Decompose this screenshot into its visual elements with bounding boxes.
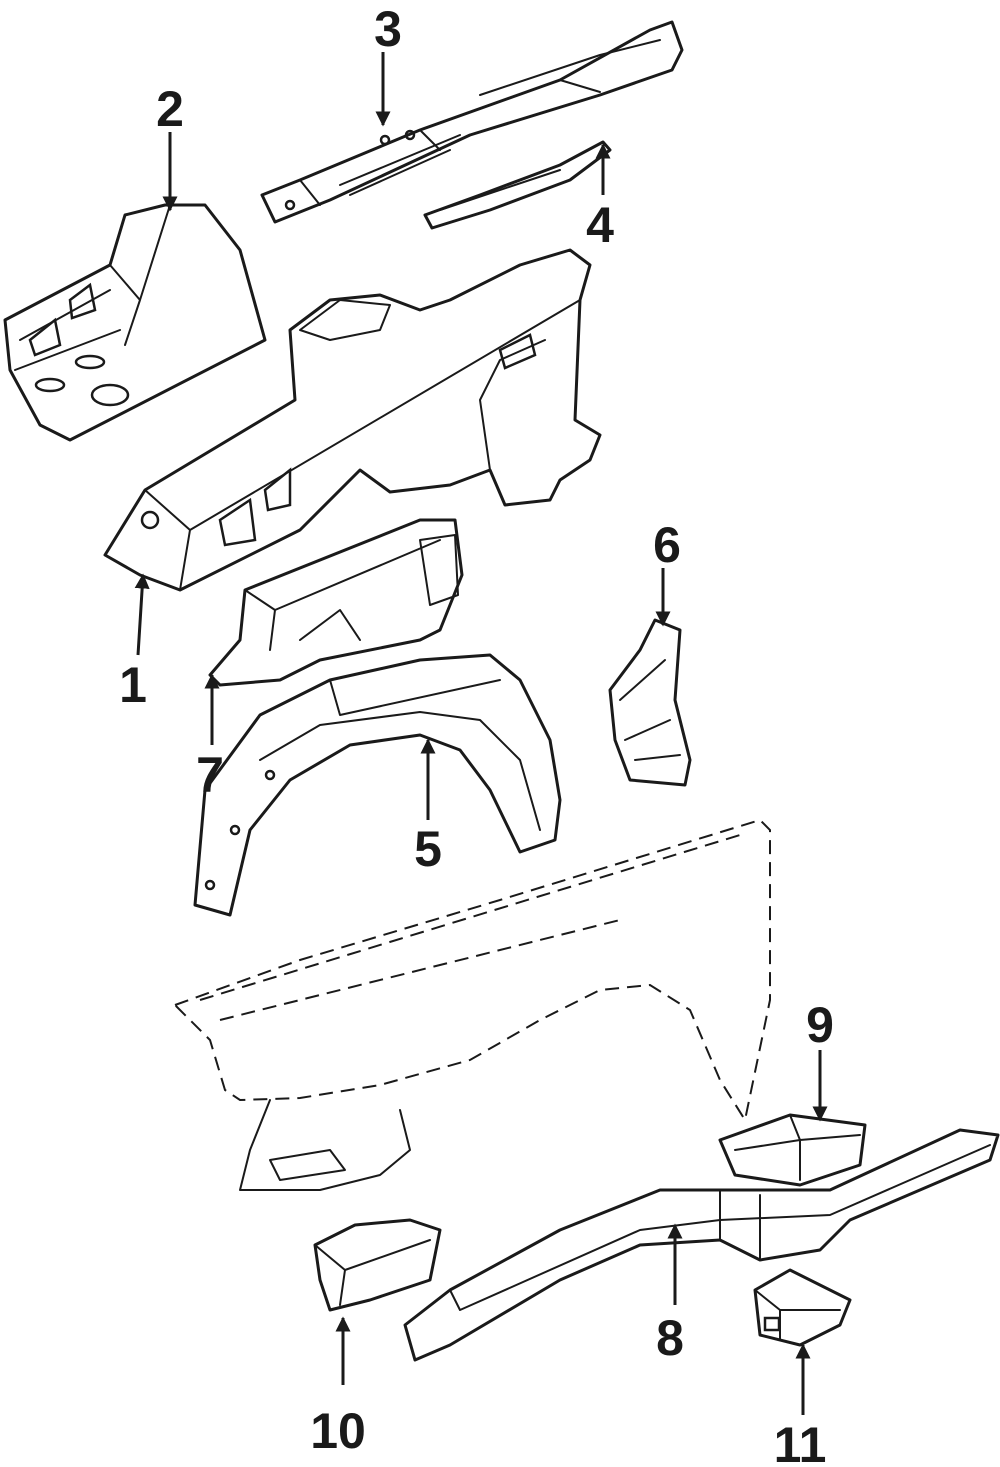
callout-1: 1	[119, 657, 147, 713]
callout-2: 2	[156, 81, 184, 137]
part-4-strip	[423, 140, 612, 230]
callout-6: 6	[653, 517, 681, 573]
callout-11: 11	[774, 1417, 827, 1467]
leader-1	[134, 573, 150, 656]
callout-3: 3	[374, 1, 402, 57]
part-8-lower-rail	[403, 1128, 1000, 1362]
fender-outline	[173, 818, 771, 1191]
callout-9: 9	[806, 997, 834, 1053]
part-11-bracket	[753, 1268, 852, 1347]
callout-leaders	[134, 52, 828, 1415]
callout-4: 4	[586, 197, 614, 253]
part-7-bracket	[208, 518, 464, 687]
callout-7: 7	[196, 747, 224, 803]
callout-5: 5	[414, 821, 442, 877]
part-2-apron-panel	[3, 203, 267, 442]
callout-labels: 1 2 3 4 5 6 7 8 9 10 11	[119, 1, 834, 1467]
part-1-inner-structure	[103, 248, 602, 592]
part-6-brace	[608, 618, 692, 787]
callout-10: 10	[310, 1403, 366, 1459]
callout-8: 8	[656, 1310, 684, 1366]
part-10-bracket	[313, 1218, 442, 1312]
part-3-upper-rail	[260, 20, 684, 224]
part-9-bracket	[718, 1113, 867, 1187]
part-5-wheel-liner	[193, 653, 562, 917]
